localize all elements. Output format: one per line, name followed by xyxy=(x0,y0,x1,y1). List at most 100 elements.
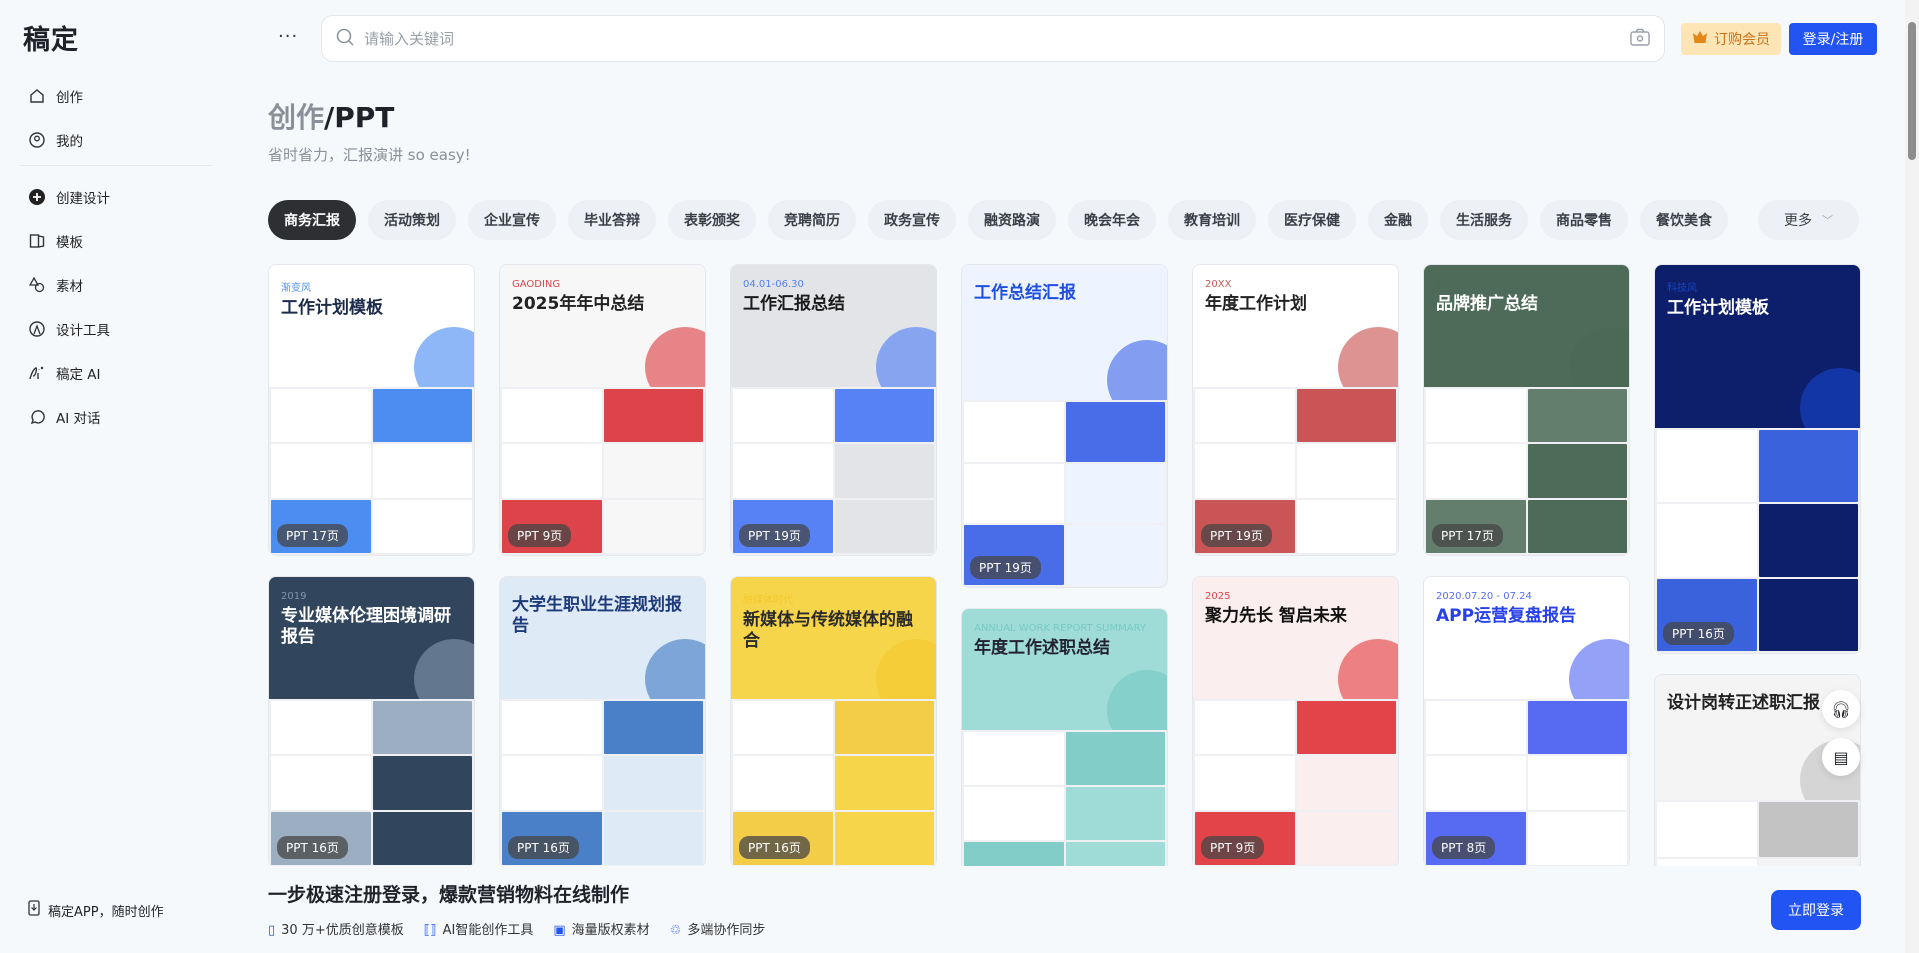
slide-preview xyxy=(964,786,1064,840)
sidebar-item-gaoding-ai[interactable]: 稿定 AI xyxy=(28,363,101,383)
vip-label: 订购会员 xyxy=(1714,32,1770,48)
slide-preview xyxy=(372,388,472,443)
sidebar: 稿定 创作 我的 创建设计 模板 素材 设计工具 稿定 AI AI 对话 稿定A… xyxy=(0,0,215,953)
page-title: 创作/PPT xyxy=(268,96,394,136)
more-categories-button[interactable]: 更多﹀ xyxy=(1758,200,1859,240)
template-icon: ▯ xyxy=(268,923,276,938)
decor-shape xyxy=(1800,367,1860,428)
category-tab[interactable]: 政务宣传 xyxy=(868,200,956,240)
sidebar-item-label: 稿定 AI xyxy=(56,367,101,383)
template-cover: 渐变风工作计划模板 xyxy=(269,265,474,387)
category-tab[interactable]: 竞聘简历 xyxy=(768,200,856,240)
category-tab[interactable]: 晚会年会 xyxy=(1068,200,1156,240)
slide-preview xyxy=(372,444,472,498)
slide-preview xyxy=(733,388,833,443)
sidebar-item-create-design[interactable]: 创建设计 xyxy=(28,187,110,207)
sidebar-item-ai-chat[interactable]: AI 对话 xyxy=(28,407,101,427)
category-tab[interactable]: 融资路演 xyxy=(968,200,1056,240)
slide-preview xyxy=(271,700,371,755)
slide-preview xyxy=(1657,504,1757,577)
category-tab[interactable]: 商品零售 xyxy=(1540,200,1628,240)
scrollbar-thumb[interactable] xyxy=(1908,22,1916,160)
category-tab[interactable]: 餐饮美食 xyxy=(1640,200,1728,240)
category-tab[interactable]: 活动策划 xyxy=(368,200,456,240)
logo[interactable]: 稿定 xyxy=(23,25,79,56)
search-bar[interactable] xyxy=(321,15,1665,62)
sidebar-item-materials[interactable]: 素材 xyxy=(28,275,83,295)
category-tab[interactable]: 表彰颁奖 xyxy=(668,200,756,240)
category-tab[interactable]: 教育培训 xyxy=(1168,200,1256,240)
download-app-link[interactable]: 稿定APP，随时创作 xyxy=(28,900,164,920)
cover-subtitle: 渐变风 xyxy=(281,283,311,294)
category-tab[interactable]: 金融 xyxy=(1368,200,1428,240)
sidebar-item-design-tools[interactable]: 设计工具 xyxy=(28,319,110,339)
slide-preview xyxy=(603,444,703,498)
breadcrumb-ppt: PPT xyxy=(334,101,395,134)
sync-icon: ♲ xyxy=(669,923,682,938)
template-card[interactable]: 设计岗转正述职汇报 xyxy=(1654,674,1861,866)
search-input[interactable] xyxy=(364,29,1630,48)
subscribe-vip-button[interactable]: 订购会员 xyxy=(1681,23,1781,55)
scrollbar[interactable] xyxy=(1905,0,1919,953)
category-tab[interactable]: 商务汇报 xyxy=(268,200,356,240)
camera-icon[interactable] xyxy=(1630,28,1650,50)
book-icon[interactable]: ▤ xyxy=(1822,738,1860,776)
login-register-button[interactable]: 登录/注册 xyxy=(1789,23,1877,55)
breadcrumb-create[interactable]: 创作 xyxy=(268,101,325,134)
slide-preview xyxy=(372,811,472,865)
slide-preview xyxy=(1195,444,1295,498)
category-tab[interactable]: 生活服务 xyxy=(1440,200,1528,240)
slide-preview xyxy=(1065,841,1165,866)
template-cover: 融媒体时代新媒体与传统媒体的融合 xyxy=(731,577,936,699)
slide-preview xyxy=(1426,700,1526,755)
slide-preview xyxy=(1758,859,1858,866)
cover-title: 年度工作述职总结 xyxy=(974,638,1110,658)
slide-preview xyxy=(271,388,371,443)
category-tab[interactable]: 医疗保健 xyxy=(1268,200,1356,240)
category-tab[interactable]: 毕业答辩 xyxy=(568,200,656,240)
sidebar-item-templates[interactable]: 模板 xyxy=(28,231,83,251)
category-tab[interactable]: 企业宣传 xyxy=(468,200,556,240)
slide-preview xyxy=(1527,756,1627,810)
cover-title: 新媒体与传统媒体的融合 xyxy=(743,610,913,652)
slide-preview xyxy=(1195,700,1295,755)
slide-previews xyxy=(1193,386,1398,555)
cover-subtitle: MARKETING xyxy=(1436,279,1496,290)
decor-shape xyxy=(645,326,705,387)
slide-preview xyxy=(502,756,602,810)
feature-templates: ▯30 万+优质创意模板 xyxy=(268,919,404,938)
slide-preview xyxy=(1426,756,1526,810)
sidebar-item-mine[interactable]: 我的 xyxy=(28,130,83,150)
banner-features: ▯30 万+优质创意模板 ⟦⟧AI智能创作工具 ▣海量版权素材 ♲多端协作同步 xyxy=(268,919,765,938)
cover-title: 专业媒体伦理困境调研报告 xyxy=(281,606,451,648)
sidebar-item-create[interactable]: 创作 xyxy=(28,86,83,106)
banner-title: 一步极速注册登录，爆款营销物料在线制作 xyxy=(268,884,630,906)
more-menu-icon[interactable]: ··· xyxy=(278,26,299,47)
slide-preview xyxy=(1527,444,1627,498)
slide-preview xyxy=(1527,388,1627,443)
slide-previews xyxy=(269,386,474,555)
sidebar-item-label: 创建设计 xyxy=(56,191,110,207)
customer-service-icon[interactable]: 🎧︎ xyxy=(1822,690,1860,728)
login-now-button[interactable]: 立即登录 xyxy=(1771,890,1861,930)
cover-title: 设计岗转正述职汇报 xyxy=(1667,693,1820,713)
